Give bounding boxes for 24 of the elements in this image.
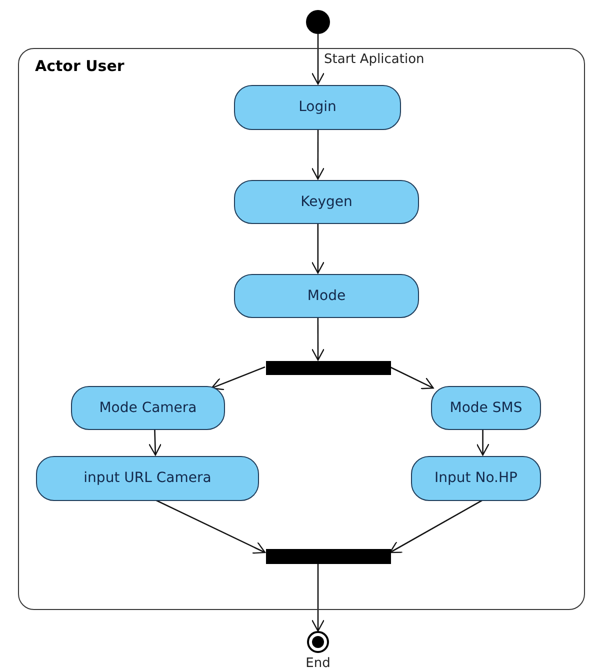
swimlane-frame	[18, 48, 585, 610]
arrow	[311, 223, 325, 274]
activity-box: Mode SMS	[431, 386, 541, 430]
arrow	[390, 366, 434, 390]
lane-title: Actor User	[35, 56, 124, 77]
arrow	[211, 366, 266, 390]
node-caption: End	[306, 655, 330, 672]
arrow	[148, 428, 162, 456]
arrow	[311, 129, 325, 180]
activity-box: Mode	[234, 274, 419, 318]
arrow	[476, 429, 490, 456]
activity-box: Keygen	[234, 180, 419, 224]
fork-bar	[266, 549, 391, 564]
arrow	[311, 563, 325, 632]
activity-box: input URL Camera	[36, 456, 259, 501]
activity-box: Mode Camera	[71, 386, 225, 430]
fork-bar	[266, 361, 391, 375]
arrow	[311, 34, 325, 85]
arrow	[155, 499, 266, 554]
activity-box: Input No.HP	[411, 456, 541, 501]
node-caption: Start Aplication	[324, 51, 424, 69]
arrow	[311, 317, 325, 361]
arrow	[389, 499, 484, 554]
activity-box: Login	[234, 85, 401, 130]
